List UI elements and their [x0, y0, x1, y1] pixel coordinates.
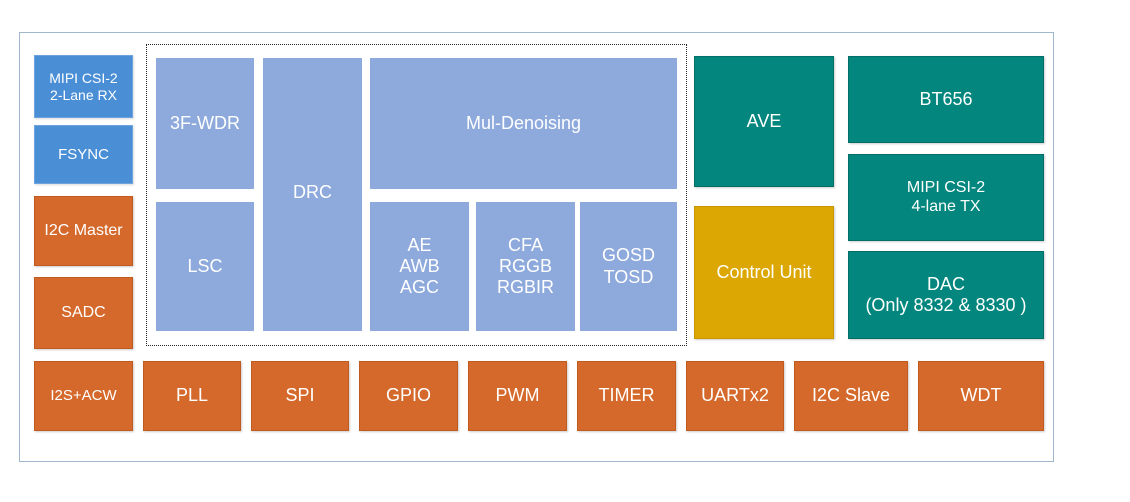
spi-block: SPI [251, 361, 349, 431]
pwm-block: PWM [468, 361, 567, 431]
dac-block: DAC (Only 8332 & 8330 ) [848, 251, 1044, 339]
i2c-master-block: I2C Master [34, 196, 133, 266]
ae-awb-agc-block: AE AWB AGC [370, 202, 469, 331]
i2s-acw-block: I2S+ACW [34, 361, 133, 431]
mipi-csi2-rx-block: MIPI CSI-2 2-Lane RX [34, 55, 133, 118]
ave-block: AVE [694, 56, 834, 187]
i2c-slave-block: I2C Slave [794, 361, 908, 431]
fsync-block: FSYNC [34, 125, 133, 184]
gpio-block: GPIO [359, 361, 458, 431]
timer-block: TIMER [577, 361, 676, 431]
lsc-block: LSC [156, 202, 254, 331]
cfa-block: CFA RGGB RGBIR [476, 202, 575, 331]
uartx2-block: UARTx2 [686, 361, 784, 431]
bt656-block: BT656 [848, 56, 1044, 143]
wdr-block: 3F-WDR [156, 58, 254, 189]
control-unit-block: Control Unit [694, 206, 834, 339]
pll-block: PLL [143, 361, 241, 431]
isp-pipeline-region [146, 44, 687, 346]
mipi-csi2-tx-block: MIPI CSI-2 4-lane TX [848, 154, 1044, 241]
sadc-block: SADC [34, 277, 133, 349]
wdt-block: WDT [918, 361, 1044, 431]
osd-block: GOSD TOSD [580, 202, 677, 331]
drc-block: DRC [263, 58, 362, 331]
mul-denoising-block: Mul-Denoising [370, 58, 677, 189]
